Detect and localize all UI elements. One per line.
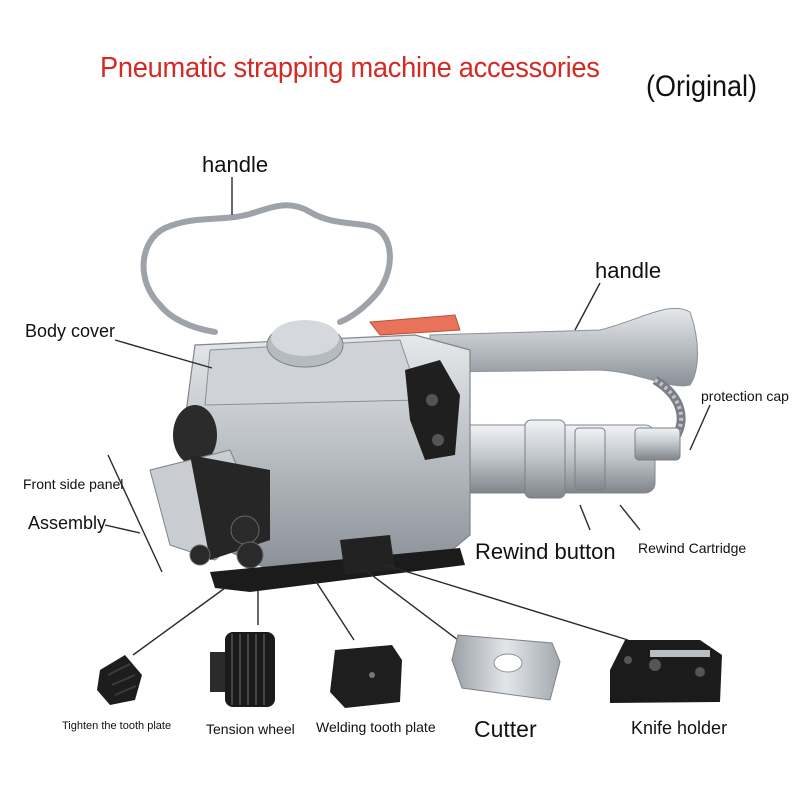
- page-title: Pneumatic strapping machine accessories: [100, 52, 600, 84]
- label-front-side-panel: Front side panel: [23, 476, 124, 492]
- page-subtitle: (Original): [646, 70, 758, 103]
- label-knife-holder: Knife holder: [631, 718, 728, 738]
- label-assembly: Assembly: [28, 513, 107, 533]
- label-tighten-tooth-plate: Tighten the tooth plate: [62, 720, 172, 732]
- label-protection-cap: protection cap: [701, 388, 789, 404]
- label-tension-wheel: Tension wheel: [206, 721, 295, 737]
- grip-handle: [429, 307, 698, 387]
- label-body-cover: Body cover: [25, 321, 116, 341]
- label-handle-top: handle: [202, 152, 269, 177]
- tension-wheel-icon: [210, 632, 275, 707]
- knife-holder-icon: [610, 640, 722, 703]
- welding-plate-icon: [330, 645, 402, 708]
- wire-handle: [140, 202, 393, 325]
- label-welding-tooth-plate: Welding tooth plate: [316, 719, 436, 735]
- cutter-icon: [451, 634, 561, 701]
- label-rewind-button: Rewind button: [475, 539, 616, 564]
- label-cutter: Cutter: [474, 716, 537, 742]
- label-handle-right: handle: [595, 258, 662, 283]
- tooth-plate-icon: [97, 655, 142, 705]
- orange-lever: [369, 314, 461, 336]
- label-rewind-cartridge: Rewind Cartridge: [638, 540, 747, 556]
- leader-lines: [104, 177, 711, 656]
